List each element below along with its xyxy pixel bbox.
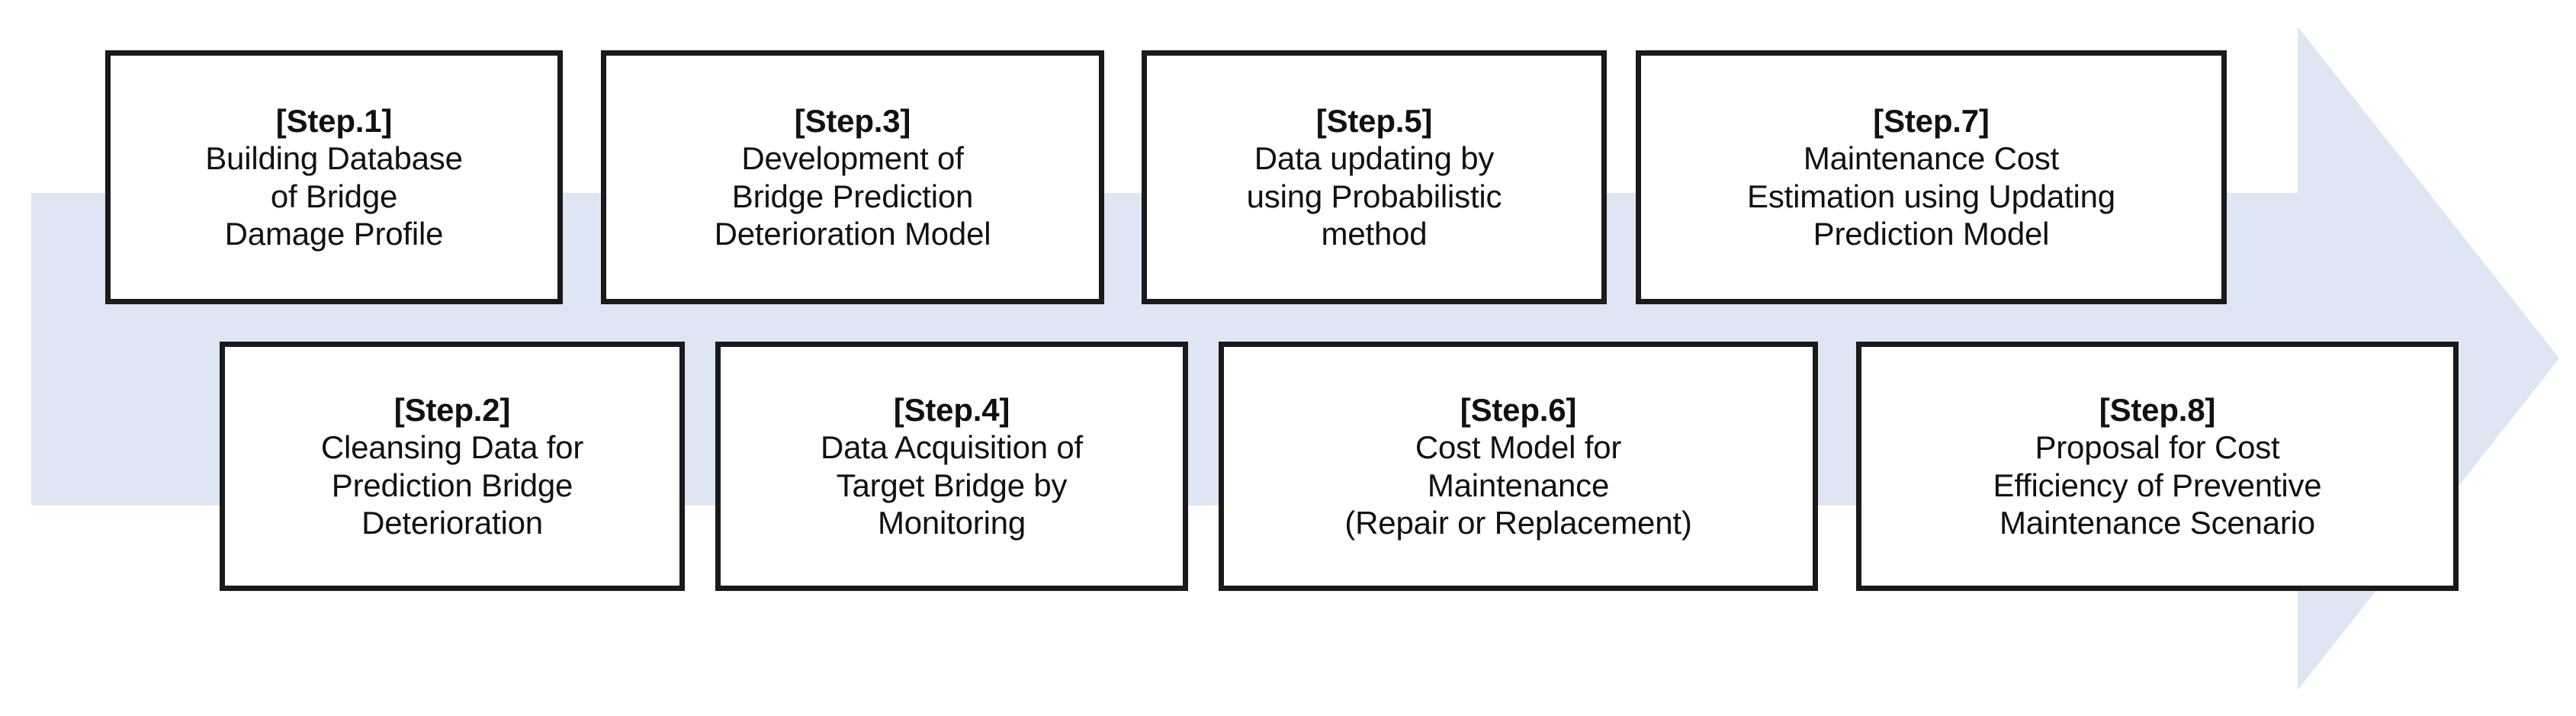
step-box-6[interactable]: [Step.6] Cost Model for Maintenance (Rep… [1219,342,1818,591]
step-box-8[interactable]: [Step.8] Proposal for Cost Efficiency of… [1856,342,2459,591]
step-title: [Step.1] [275,103,393,140]
step-body: Data updating by using Probabilistic met… [1246,140,1502,252]
step-title: [Step.2] [393,392,511,429]
step-box-3[interactable]: [Step.3] Development of Bridge Predictio… [601,50,1104,304]
step-body: Cost Model for Maintenance (Repair or Re… [1344,429,1692,541]
step-box-2[interactable]: [Step.2] Cleansing Data for Prediction B… [220,342,685,591]
step-title: [Step.8] [2099,392,2216,429]
step-body: Data Acquisition of Target Bridge by Mon… [820,429,1084,541]
step-title: [Step.3] [794,103,911,140]
step-box-4[interactable]: [Step.4] Data Acquisition of Target Brid… [715,342,1188,591]
step-box-1[interactable]: [Step.1] Building Database of Bridge Dam… [105,50,563,304]
step-title: [Step.4] [893,392,1010,429]
step-body: Building Database of Bridge Damage Profi… [205,140,463,252]
step-box-5[interactable]: [Step.5] Data updating by using Probabil… [1142,50,1607,304]
step-title: [Step.5] [1315,103,1433,140]
step-title: [Step.6] [1460,392,1577,429]
step-body: Cleansing Data for Prediction Bridge Det… [320,429,584,541]
step-box-7[interactable]: [Step.7] Maintenance Cost Estimation usi… [1636,50,2227,304]
step-body: Proposal for Cost Efficiency of Preventi… [1993,429,2322,541]
step-body: Development of Bridge Prediction Deterio… [714,140,991,252]
step-body: Maintenance Cost Estimation using Updati… [1747,140,2115,252]
step-title: [Step.7] [1873,103,1990,140]
